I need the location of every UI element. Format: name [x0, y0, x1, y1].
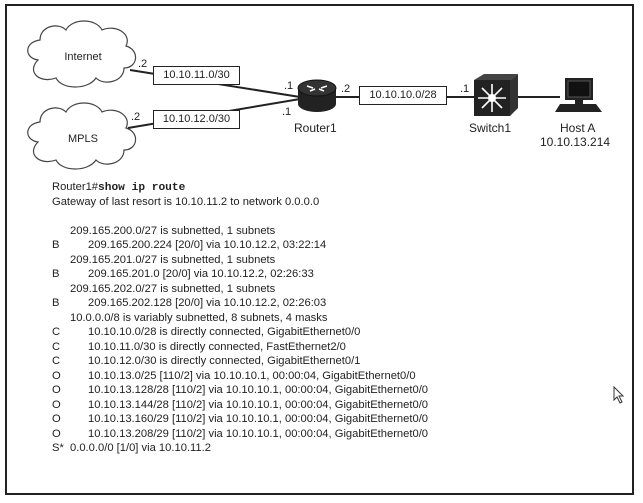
mouse-cursor-icon — [613, 386, 625, 404]
show-ip-route-output: Router1#show ip route Gateway of last re… — [52, 180, 428, 456]
internet-label: Internet — [64, 51, 102, 63]
route-line: C 10.10.10.0/28 is directly connected, Gi… — [52, 325, 428, 340]
route-line: B 209.165.202.128 [20/0] via 10.10.12.2, … — [52, 296, 428, 311]
route-line: 10.0.0.0/8 is variably subnetted, 8 subn… — [52, 311, 428, 326]
route-text: 10.10.13.128/28 [110/2] via 10.10.10.1, … — [88, 384, 429, 396]
figure-frame — [5, 4, 634, 495]
route-code: C — [52, 326, 61, 338]
route-code: O — [52, 427, 61, 440]
route-line: O 10.10.13.208/29 [110/2] via 10.10.10.1,… — [52, 427, 428, 442]
route-text: 209.165.202.0/27 is subnetted, 1 subnets — [70, 282, 276, 295]
route-line: 209.165.202.0/27 is subnetted, 1 subnets — [52, 282, 428, 297]
route-code: B — [52, 239, 60, 251]
route-line: S* 0.0.0.0/0 [1/0] via 10.10.11.2 — [52, 441, 428, 456]
cli-command: show ip route — [98, 182, 186, 194]
route-text: 0.0.0.0/0 [1/0] via 10.10.11.2 — [70, 442, 211, 454]
route-text: 10.10.11.0/30 is directly connected, Fas… — [88, 340, 346, 353]
switch-label: Switch1 — [469, 121, 512, 135]
route-text: 209.165.200.224 [20/0] via 10.10.12.2, 0… — [88, 239, 327, 251]
command-line: Router1#show ip route — [52, 180, 428, 195]
route-line: 209.165.200.0/27 is subnetted, 1 subnets — [52, 224, 428, 239]
internet-port-label: .2 — [138, 58, 148, 70]
route-line: 209.165.201.0/27 is subnetted, 1 subnets — [52, 253, 428, 268]
route-table: 209.165.200.0/27 is subnetted, 1 subnets… — [52, 224, 428, 456]
route-code: B — [52, 268, 60, 280]
route-text: 10.10.13.144/28 [110/2] via 10.10.10.1, … — [88, 398, 429, 411]
router-port-mpls-label: .1 — [282, 106, 292, 118]
topology-diagram — [27, 20, 602, 170]
internet-cloud-icon — [27, 20, 137, 88]
route-line: C 10.10.11.0/30 is directly connected, Fa… — [52, 340, 428, 355]
route-code: O — [52, 369, 61, 382]
route-code: O — [52, 413, 61, 425]
route-text: 10.0.0.0/8 is variably subnetted, 8 subn… — [70, 311, 328, 324]
gateway-line: Gateway of last resort is 10.10.11.2 to … — [52, 195, 320, 208]
route-text: 10.10.10.0/28 is directly connected, Gig… — [88, 326, 361, 338]
router-port-internet-label: .1 — [284, 80, 294, 92]
mpls-cloud-icon — [27, 102, 137, 170]
route-text: 10.10.13.208/29 [110/2] via 10.10.10.1, … — [88, 427, 429, 440]
route-text: 209.165.202.128 [20/0] via 10.10.12.2, 0… — [88, 297, 327, 309]
route-text: 10.10.13.0/25 [110/2] via 10.10.10.1, 00… — [88, 369, 416, 382]
route-line: C 10.10.12.0/30 is directly connected, Gi… — [52, 354, 428, 369]
route-text: 209.165.201.0 [20/0] via 10.10.12.2, 02:… — [88, 268, 314, 280]
route-line: B 209.165.201.0 [20/0] via 10.10.12.2, 02… — [52, 267, 428, 282]
route-code: C — [52, 355, 61, 367]
cli-prompt: Router1# — [52, 181, 99, 193]
route-line: B 209.165.200.224 [20/0] via 10.10.12.2, … — [52, 238, 428, 253]
route-code: B — [52, 297, 60, 309]
mpls-label: MPLS — [68, 133, 98, 145]
host-computer-icon — [555, 78, 602, 112]
router-icon — [297, 79, 337, 112]
host-ip-label: 10.10.13.214 — [540, 135, 611, 149]
route-text: 209.165.200.0/27 is subnetted, 1 subnets — [70, 224, 276, 237]
route-text: 10.10.12.0/30 is directly connected, Gig… — [88, 355, 361, 367]
route-line: O 10.10.13.0/25 [110/2] via 10.10.10.1, 0… — [52, 369, 428, 384]
link-internet-subnet: 10.10.11.0/30 — [153, 66, 240, 85]
host-label: Host A — [560, 121, 596, 135]
switch-icon — [474, 74, 518, 116]
route-line: O 10.10.13.144/28 [110/2] via 10.10.10.1,… — [52, 398, 428, 413]
route-code: O — [52, 384, 61, 396]
link-mpls-subnet: 10.10.12.0/30 — [153, 110, 240, 129]
route-code: S* — [52, 442, 64, 454]
route-code: O — [52, 398, 61, 411]
router-port-switch-label: .2 — [341, 83, 351, 95]
route-line: O 10.10.13.128/28 [110/2] via 10.10.10.1,… — [52, 383, 428, 398]
link-switch-subnet: 10.10.10.0/28 — [359, 86, 447, 105]
route-text: 10.10.13.160/29 [110/2] via 10.10.10.1, … — [88, 413, 429, 425]
route-line: O 10.10.13.160/29 [110/2] via 10.10.10.1,… — [52, 412, 428, 427]
switch-port-label: .1 — [460, 83, 470, 95]
route-text: 209.165.201.0/27 is subnetted, 1 subnets — [70, 253, 276, 266]
mpls-port-label: .2 — [131, 111, 141, 123]
route-code: C — [52, 340, 61, 353]
router-label: Router1 — [294, 121, 337, 135]
